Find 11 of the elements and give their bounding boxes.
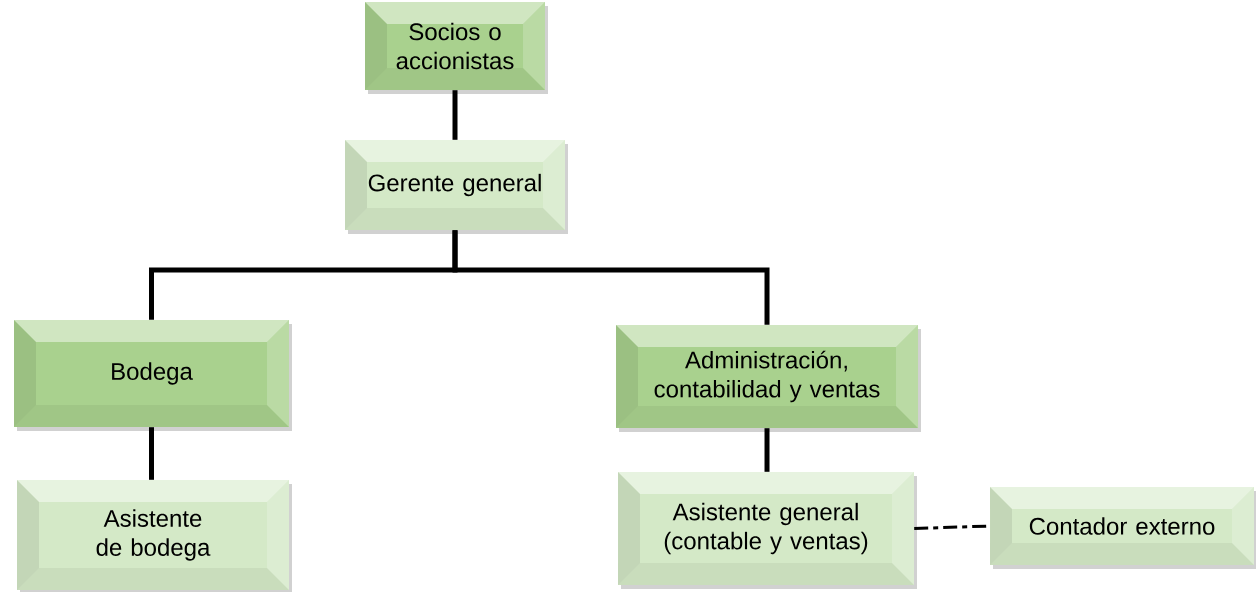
org-box: Gerente general <box>345 140 568 234</box>
connector-line <box>764 428 770 472</box>
org-box: Administración, contabilidad y ventas <box>616 325 921 432</box>
org-box: Contador externo <box>990 487 1256 569</box>
connector-line <box>452 230 770 325</box>
org-box: Socios o accionistas <box>365 2 548 94</box>
connector-line <box>149 427 154 480</box>
org-box: Bodega <box>14 320 292 431</box>
connector-line <box>452 90 458 140</box>
org-box: Asistente de bodega <box>17 480 292 592</box>
org-box: Asistente general (contable y ventas) <box>618 472 917 589</box>
